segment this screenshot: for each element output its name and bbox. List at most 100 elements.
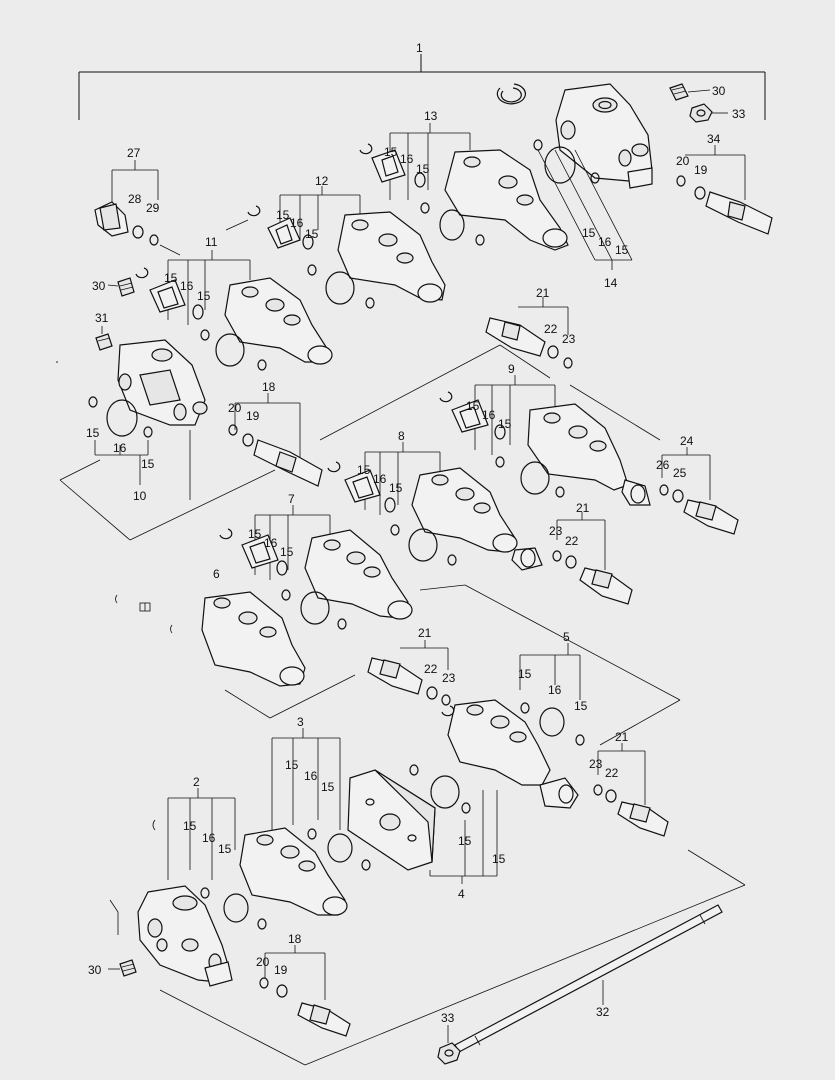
valve-21-right <box>593 743 669 837</box>
section-4 <box>347 764 498 884</box>
callout-20-top: 20 <box>676 154 690 168</box>
callout-12: 12 <box>315 174 329 188</box>
callout-16-10: 16 <box>113 441 127 455</box>
valve-18-bottom <box>259 945 351 1037</box>
section-10 <box>88 339 208 485</box>
callout-15-11a: 15 <box>164 271 178 285</box>
callout-15-7b: 15 <box>280 545 294 559</box>
callout-15-3b: 15 <box>321 780 335 794</box>
callout-33-bottom: 33 <box>441 1011 455 1025</box>
section-9 <box>319 344 661 506</box>
valve-27 <box>94 160 181 256</box>
callout-3: 3 <box>297 715 304 729</box>
callout-30-top: 30 <box>712 84 726 98</box>
callout-1: 1 <box>416 41 423 55</box>
callout-15-4b: 15 <box>492 852 506 866</box>
plug-30-top <box>669 83 711 101</box>
callout-15-5b: 15 <box>574 699 588 713</box>
callout-33-top: 33 <box>732 107 746 121</box>
plug-31 <box>95 326 113 351</box>
callout-19-mid: 19 <box>246 409 260 423</box>
callout-18-mid: 18 <box>262 380 276 394</box>
valve-21-left <box>367 640 451 706</box>
valve-34 <box>676 145 773 235</box>
callout-15-8a: 15 <box>357 463 371 477</box>
callout-15-2b: 15 <box>218 842 232 856</box>
callout-16-8: 16 <box>373 472 387 486</box>
section-5 <box>419 584 681 809</box>
callout-21-right: 21 <box>615 730 629 744</box>
valve-24 <box>659 447 739 535</box>
callout-8: 8 <box>398 429 405 443</box>
section-12 <box>225 186 446 309</box>
callout-18-bottom: 18 <box>288 932 302 946</box>
section-11 <box>135 250 333 371</box>
callout-29: 29 <box>146 201 160 215</box>
section-13 <box>359 123 569 251</box>
callout-5: 5 <box>563 630 570 644</box>
callout-16-3: 16 <box>304 769 318 783</box>
callout-2: 2 <box>193 775 200 789</box>
inlet-housing <box>555 83 653 189</box>
tie-rod-32 <box>454 904 723 1053</box>
callout-21-mid: 21 <box>576 501 590 515</box>
nut-33-top <box>689 103 728 123</box>
callout-7: 7 <box>288 492 295 506</box>
callout-30-bottom: 30 <box>88 963 102 977</box>
callout-15-8b: 15 <box>389 481 403 495</box>
section-2 <box>109 788 267 987</box>
callout-9: 9 <box>508 362 515 376</box>
callout-15-9a: 15 <box>466 399 480 413</box>
callout-6: 6 <box>213 567 220 581</box>
callout-34: 34 <box>707 132 721 146</box>
callout-23-top: 23 <box>562 332 576 346</box>
callout-15-2a: 15 <box>183 819 197 833</box>
callout-22-left: 22 <box>424 662 438 676</box>
callout-30-mid: 30 <box>92 279 106 293</box>
callout-15-7a: 15 <box>248 527 262 541</box>
callout-16-14: 16 <box>598 235 612 249</box>
callout-15-12b: 15 <box>305 227 319 241</box>
callout-15-11b: 15 <box>197 289 211 303</box>
callout-16-7: 16 <box>264 536 278 550</box>
callout-15-10a: 15 <box>86 426 100 440</box>
callout-22-right: 22 <box>605 766 619 780</box>
callout-20-mid: 20 <box>228 401 242 415</box>
callout-15-13a: 15 <box>384 145 398 159</box>
callout-15-10b: 15 <box>141 457 155 471</box>
callout-16-5: 16 <box>548 683 562 697</box>
callout-15-14a: 15 <box>582 226 596 240</box>
callout-21-left: 21 <box>418 626 432 640</box>
plug-30-mid <box>107 277 135 297</box>
callout-16-12: 16 <box>290 216 304 230</box>
callout-31: 31 <box>95 311 109 325</box>
callout-15-3a: 15 <box>285 758 299 772</box>
callout-15-12a: 15 <box>276 208 290 222</box>
callout-23-right: 23 <box>589 757 603 771</box>
callout-27: 27 <box>127 146 141 160</box>
section-10-outline <box>59 430 276 541</box>
callout-20-bottom: 20 <box>256 955 270 969</box>
section-8 <box>327 442 543 571</box>
callout-15-4a: 15 <box>458 834 472 848</box>
callout-32: 32 <box>596 1005 610 1019</box>
stray-mark <box>56 361 58 363</box>
callout-16-2: 16 <box>202 831 216 845</box>
callout-13: 13 <box>424 109 438 123</box>
nut-33-bottom <box>437 1025 461 1065</box>
callout-16-13: 16 <box>400 152 414 166</box>
callout-28: 28 <box>128 192 142 206</box>
leader-14 <box>533 139 633 270</box>
callout-15-14b: 15 <box>615 243 629 257</box>
small-symbols-left <box>115 594 173 634</box>
callout-23-left: 23 <box>442 671 456 685</box>
callout-25: 25 <box>673 466 687 480</box>
section-3 <box>239 728 371 916</box>
valve-21-mid <box>552 512 633 605</box>
callout-19-bottom: 19 <box>274 963 288 977</box>
callout-19-top: 19 <box>694 163 708 177</box>
valve-18-mid <box>228 393 323 487</box>
valve-21-top <box>485 297 573 369</box>
